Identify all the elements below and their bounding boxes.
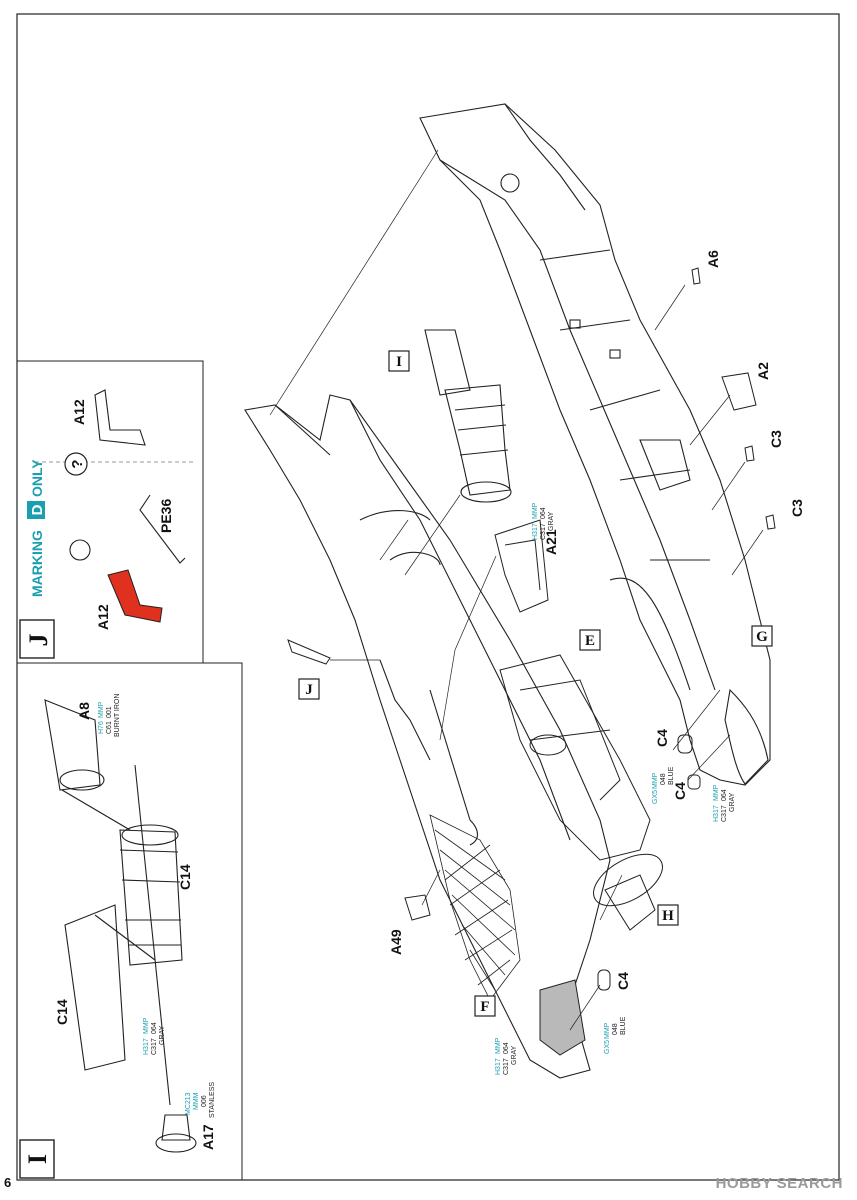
- svg-text:GRAY: GRAY: [511, 1045, 518, 1065]
- marking-letter: D: [29, 504, 46, 515]
- svg-text:064: 064: [721, 789, 728, 801]
- label-a6: A6: [705, 250, 721, 268]
- svg-text:064: 064: [540, 507, 547, 519]
- label-a49: A49: [388, 929, 404, 955]
- label-a17: A17: [200, 1124, 216, 1150]
- svg-text:064: 064: [503, 1042, 510, 1054]
- svg-text:H317: H317: [713, 805, 720, 822]
- paint-f-gray: H317 MMP C317 064 GRAY: [495, 1037, 518, 1075]
- step-j-box: J: [305, 682, 313, 698]
- svg-text:MC213: MC213: [185, 1092, 192, 1115]
- step-boxes: I E G J H F J I: [19, 350, 773, 1179]
- svg-text:H317: H317: [143, 1038, 150, 1055]
- svg-text:MMP: MMP: [98, 701, 105, 718]
- cockpit-tub: [499, 654, 651, 861]
- exhaust-assembly: [44, 699, 197, 1153]
- svg-text:H76: H76: [98, 721, 105, 734]
- small-parts: [287, 267, 776, 991]
- intake-hatching: [429, 814, 521, 1001]
- svg-text:001: 001: [106, 706, 113, 718]
- marking-d-banner: MARKING D ONLY: [27, 459, 46, 597]
- svg-text:GRAY: GRAY: [729, 792, 736, 812]
- svg-text:MMP: MMP: [143, 1017, 150, 1034]
- svg-text:C317: C317: [540, 523, 547, 540]
- step-h-box: H: [662, 908, 674, 924]
- paint-c4-gray: H317 MMP C317 064 GRAY: [713, 784, 736, 822]
- svg-text:BLUE: BLUE: [668, 766, 675, 785]
- svg-text:BLUE: BLUE: [620, 1016, 627, 1035]
- label-a12-top: A12: [71, 399, 87, 425]
- svg-text:048: 048: [660, 773, 667, 785]
- svg-text:H317: H317: [532, 523, 539, 540]
- label-c4-b: C4: [672, 782, 688, 800]
- svg-text:C317: C317: [503, 1058, 510, 1075]
- leader-lines: [269, 149, 764, 1031]
- page-border: [16, 13, 840, 1181]
- svg-text:006: 006: [201, 1095, 208, 1107]
- paint-c4-blue-lower: GX5 MMP 048 BLUE: [604, 1016, 627, 1054]
- label-c14-right: C14: [177, 864, 193, 890]
- step-i-big-box: I: [23, 1154, 52, 1164]
- svg-text:MMM: MMM: [193, 1092, 200, 1110]
- svg-text:C317: C317: [151, 1038, 158, 1055]
- fuselage-left-half: [244, 394, 611, 1079]
- marking-prefix: MARKING: [29, 530, 45, 597]
- label-c3-lower: C3: [789, 499, 805, 517]
- label-a2: A2: [755, 362, 771, 380]
- svg-text:H317: H317: [495, 1058, 502, 1075]
- step-j-big-box: J: [24, 634, 53, 647]
- paint-a17-steel: MC213 MMM 006 STANLESS: [185, 1082, 216, 1118]
- label-a12-red: A12: [95, 604, 111, 630]
- step-i-box: I: [396, 354, 402, 370]
- paint-a21: H317 MMP C317 064 GRAY: [532, 502, 555, 540]
- svg-text:MMP: MMP: [532, 502, 539, 519]
- part-labels: A6 A2 C3 C3 A21 C4 C4 C4 A49 A8 C14 C14 …: [54, 250, 805, 1150]
- marking-d-parts: [69, 389, 186, 564]
- paint-c14-gray: H317 MMP C317 064 GRAY: [143, 1017, 166, 1055]
- watermark-logo: HOBBY SEARCH: [715, 1175, 843, 1192]
- seat-a21: [494, 519, 549, 613]
- step-e-box: E: [585, 633, 595, 649]
- svg-text:MMP: MMP: [604, 1022, 611, 1039]
- svg-text:MMP: MMP: [495, 1037, 502, 1054]
- svg-text:048: 048: [612, 1023, 619, 1035]
- panel-step-i: [16, 662, 243, 1181]
- red-part-a12: [107, 569, 163, 623]
- svg-text:C61: C61: [106, 721, 113, 734]
- fuselage-right-half: [419, 103, 771, 786]
- svg-text:GX5: GX5: [652, 790, 659, 804]
- label-c4-a: C4: [654, 729, 670, 747]
- marking-suffix: ONLY: [29, 459, 45, 497]
- svg-text:C317: C317: [721, 805, 728, 822]
- svg-text:064: 064: [151, 1022, 158, 1034]
- question-mark: ?: [69, 459, 86, 468]
- label-c14-left: C14: [54, 999, 70, 1025]
- svg-text:GRAY: GRAY: [548, 511, 555, 531]
- label-a8: A8: [76, 702, 92, 720]
- paint-c4-blue: GX5 MMP 048 BLUE: [652, 766, 675, 804]
- step-f-box: F: [480, 999, 489, 1015]
- label-pe36: PE36: [158, 499, 174, 533]
- label-a21: A21: [543, 529, 559, 555]
- exhaust-tube-center: [424, 329, 512, 503]
- page-number: 6: [4, 1175, 12, 1190]
- step-g-box: G: [756, 629, 768, 645]
- svg-text:MMP: MMP: [652, 772, 659, 789]
- svg-text:MMP: MMP: [713, 784, 720, 801]
- svg-text:GX5: GX5: [604, 1040, 611, 1054]
- svg-text:GRAY: GRAY: [159, 1025, 166, 1045]
- label-c4-c: C4: [615, 972, 631, 990]
- svg-text:STANLESS: STANLESS: [209, 1082, 216, 1118]
- paint-a8-iron: H76 MMP C61 001 BURNT IRON: [98, 694, 121, 737]
- svg-text:BURNT IRON: BURNT IRON: [114, 694, 121, 737]
- gear-bay-h: [593, 853, 663, 931]
- gray-panel-f: [539, 979, 586, 1056]
- label-c3-upper: C3: [768, 430, 784, 448]
